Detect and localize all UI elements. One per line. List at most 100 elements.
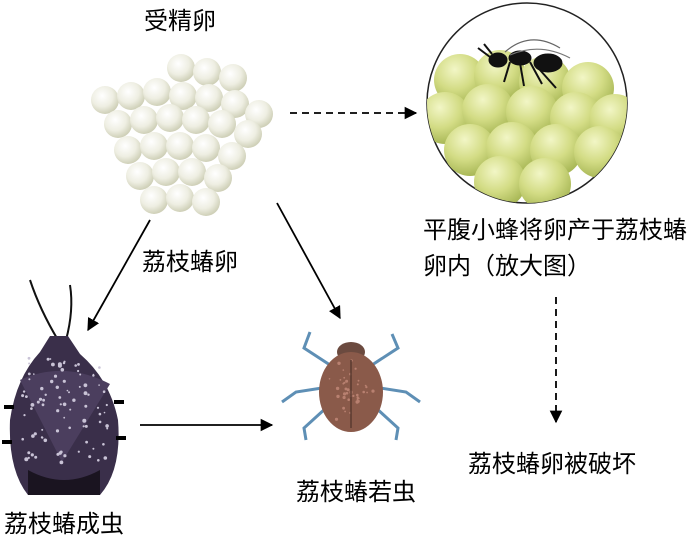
egg bbox=[208, 110, 236, 138]
adult-spot bbox=[34, 456, 37, 459]
arrow-eggs-to-nymph bbox=[277, 203, 340, 318]
adult-spot bbox=[40, 387, 43, 390]
adult-spot bbox=[63, 454, 66, 457]
adult-spot bbox=[28, 363, 30, 365]
zoomed-egg bbox=[519, 158, 571, 210]
stinkbug-nymph bbox=[282, 332, 420, 440]
adult-spot bbox=[77, 370, 79, 372]
adult-spot bbox=[58, 362, 62, 366]
nymph-spot bbox=[336, 395, 339, 398]
adult-spot bbox=[61, 368, 65, 372]
nymph-spot bbox=[345, 388, 348, 391]
nymph-spot bbox=[355, 368, 357, 370]
adult-spot bbox=[99, 421, 102, 424]
egg bbox=[104, 110, 132, 138]
adult-spot bbox=[60, 403, 62, 405]
egg bbox=[152, 158, 180, 186]
zoomed-egg bbox=[574, 126, 626, 178]
egg bbox=[126, 162, 154, 190]
adult-spot bbox=[21, 438, 24, 441]
nymph-spot bbox=[329, 378, 331, 380]
adult-spot bbox=[63, 417, 65, 419]
adult-spot bbox=[97, 459, 100, 462]
adult-spot bbox=[42, 399, 45, 402]
wasp-oviposition-label: 平腹小蜂将卵产于荔枝蝽卵内（放大图） bbox=[423, 212, 693, 284]
adult-spot bbox=[41, 429, 43, 431]
adult-spot bbox=[56, 386, 59, 389]
adult-stinkbug bbox=[2, 280, 126, 495]
adult-spot bbox=[106, 404, 108, 406]
adult-spot bbox=[40, 398, 42, 400]
adult-spot bbox=[56, 429, 59, 432]
adult-spot bbox=[72, 399, 75, 402]
nymph-spot bbox=[336, 387, 339, 390]
nymph-spot bbox=[345, 380, 348, 383]
egg bbox=[182, 106, 210, 134]
adult-spot bbox=[63, 403, 67, 407]
adult-spot bbox=[51, 363, 55, 367]
nymph-spot bbox=[357, 383, 359, 385]
adult-spot bbox=[56, 453, 59, 456]
adult-spot bbox=[63, 362, 65, 364]
adult-spot bbox=[45, 394, 47, 396]
nymph-spot bbox=[347, 398, 350, 401]
adult-spot bbox=[28, 378, 30, 380]
adult-spot bbox=[24, 457, 28, 461]
adult-spot bbox=[42, 403, 45, 406]
egg bbox=[117, 82, 145, 110]
nymph-spot bbox=[342, 407, 345, 410]
zoomed-eggs-with-wasp bbox=[419, 3, 641, 210]
adult-spot bbox=[50, 358, 52, 360]
nymph-spot bbox=[352, 395, 354, 397]
adult-spot bbox=[47, 358, 50, 361]
arrow-eggs-to-adult bbox=[88, 220, 150, 330]
nymph-spot bbox=[362, 391, 365, 394]
adult-spot bbox=[30, 407, 33, 410]
adult-spot bbox=[84, 405, 87, 408]
nymph-spot bbox=[343, 392, 346, 395]
adult-spot bbox=[63, 380, 66, 383]
egg bbox=[193, 58, 221, 86]
adult-spot bbox=[28, 357, 31, 360]
adult-spot bbox=[84, 391, 88, 395]
adult-spot bbox=[104, 456, 108, 460]
egg bbox=[192, 188, 220, 216]
stinkbug-eggs-label: 荔枝蝽卵 bbox=[142, 248, 238, 276]
adult-spot bbox=[85, 441, 88, 444]
nymph-spot bbox=[371, 390, 374, 393]
zoomed-egg bbox=[474, 156, 526, 208]
nymph-spot bbox=[343, 396, 346, 399]
adult-spot bbox=[41, 436, 43, 438]
adult-spot bbox=[92, 374, 94, 376]
adult-spot bbox=[84, 383, 88, 387]
adult-spot bbox=[58, 396, 61, 399]
fertilized-eggs-label: 受精卵 bbox=[144, 7, 216, 35]
nymph-spot bbox=[344, 411, 346, 413]
adult-spot bbox=[99, 413, 102, 416]
adult-spot bbox=[37, 401, 40, 404]
egg bbox=[91, 86, 119, 114]
egg bbox=[204, 164, 232, 192]
egg bbox=[219, 64, 247, 92]
egg bbox=[130, 106, 158, 134]
adult-spot bbox=[98, 366, 101, 369]
nymph-spot bbox=[357, 398, 359, 400]
adult-spot bbox=[79, 386, 81, 388]
adult-spot bbox=[28, 457, 30, 459]
nymph-spot bbox=[337, 362, 340, 365]
adult-spot bbox=[56, 409, 59, 412]
nymph-spot bbox=[335, 418, 338, 421]
egg bbox=[140, 132, 168, 160]
adult-spot bbox=[23, 414, 25, 416]
adult-spot bbox=[85, 425, 88, 428]
adult-spot bbox=[69, 409, 71, 411]
egg bbox=[167, 54, 195, 82]
adult-spot bbox=[31, 403, 35, 407]
adult-spot bbox=[87, 394, 89, 396]
adult-spot bbox=[33, 373, 35, 375]
adult-spot bbox=[106, 428, 108, 430]
nymph-spot bbox=[343, 369, 345, 371]
adult-spot bbox=[103, 390, 106, 393]
nymph-spot bbox=[366, 392, 368, 394]
adult-spot bbox=[31, 453, 34, 456]
